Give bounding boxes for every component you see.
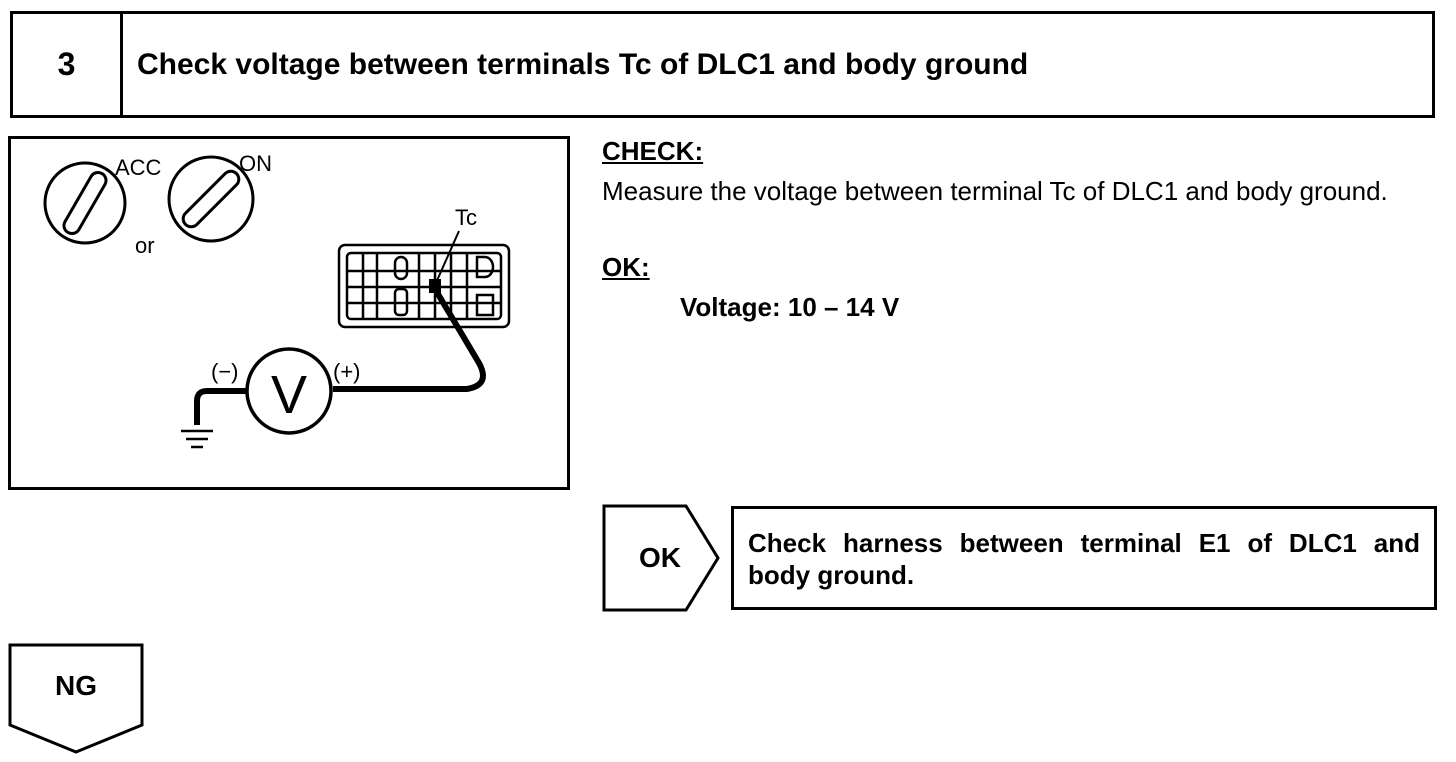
- or-label: or: [135, 233, 155, 258]
- ground-icon: [181, 429, 213, 449]
- step-title: Check voltage between terminals Tc of DL…: [137, 47, 1029, 81]
- ok-result-box: Check harness between terminal E1 of DLC…: [731, 506, 1437, 610]
- dlc1-connector-icon: [337, 243, 511, 329]
- voltmeter-label: V: [271, 365, 307, 425]
- wiring-illustration: ACC ON or Tc: [8, 136, 570, 490]
- tc-terminal-label: Tc: [455, 205, 477, 230]
- ignition-key-acc-icon: [43, 161, 127, 245]
- check-heading: CHECK:: [602, 136, 704, 166]
- ok-voltage-spec: Voltage: 10 – 14 V: [680, 292, 900, 322]
- on-label: ON: [239, 151, 272, 176]
- ok-heading: OK:: [602, 252, 650, 282]
- negative-lead-wire: [194, 388, 247, 425]
- acc-label: ACC: [115, 155, 162, 180]
- ok-result-text: Check harness between terminal E1 of DLC…: [748, 528, 1420, 590]
- ok-tag: OK: [639, 542, 681, 573]
- positive-lead-wire: [333, 287, 486, 392]
- ng-tag: NG: [55, 670, 97, 701]
- positive-terminal-label: (+): [333, 359, 361, 384]
- tc-leader-line: [434, 230, 460, 286]
- ignition-key-on-icon: [167, 155, 255, 243]
- step-header: 3 Check voltage between terminals Tc of …: [10, 11, 1435, 118]
- voltmeter-icon: [245, 347, 333, 435]
- illustration-drawing: ACC ON or Tc: [43, 151, 511, 449]
- negative-terminal-label: (−): [211, 359, 239, 384]
- step-number: 3: [13, 14, 123, 115]
- check-instruction: Measure the voltage between terminal Tc …: [602, 176, 1388, 206]
